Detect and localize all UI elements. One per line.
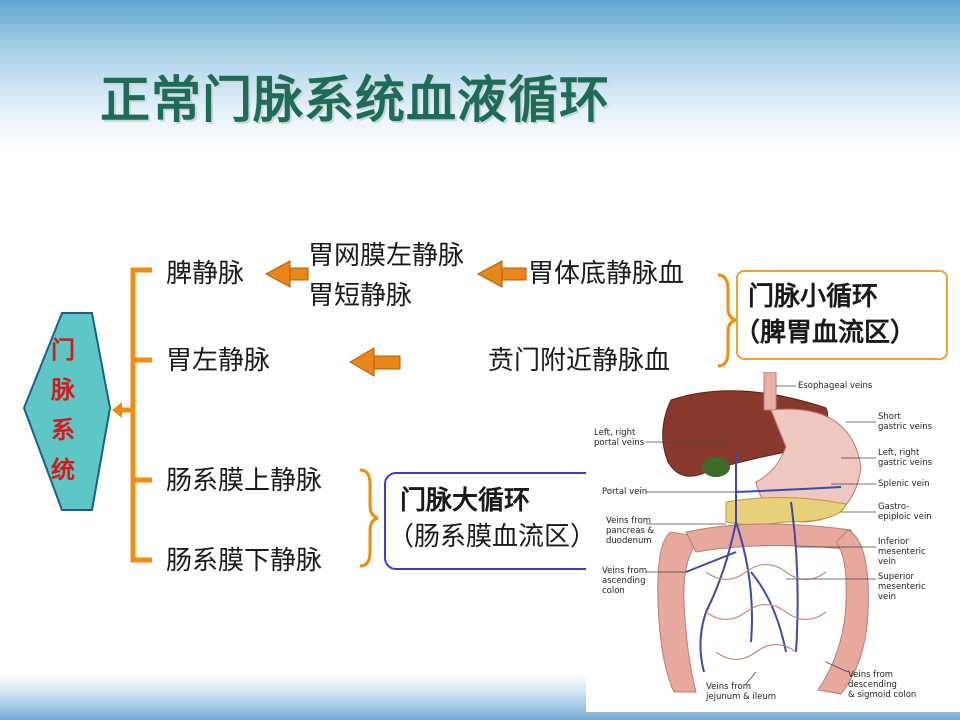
bracket-arrowhead <box>112 402 122 418</box>
label-line: portal veins <box>594 438 645 448</box>
fundus-label: 胃体底静脉血 <box>528 259 685 289</box>
label-line: colon <box>602 586 625 596</box>
label-line: ascending <box>602 576 646 586</box>
esophageal-label: Esophageal veins <box>798 381 873 391</box>
inferior-mesenteric-en-label: Inferior mesenteric vein <box>878 537 926 567</box>
header-gradient <box>0 0 960 150</box>
label-line: Veins from <box>706 682 752 692</box>
small-circulation-box: 门脉小循环 （脾胃血流区） <box>734 270 948 360</box>
label-line: Gastro- <box>878 502 910 512</box>
sup-mesenteric-label: 肠系膜上静脉 <box>166 466 323 496</box>
splenic-vein-en-label: Splenic vein <box>878 479 930 489</box>
anatomy-drawing <box>646 371 876 695</box>
label-line: gastric veins <box>878 458 933 468</box>
hub-char: 统 <box>51 456 75 484</box>
label-line: Veins from <box>602 566 648 576</box>
lr-gastric-veins-label: Left, right gastric veins <box>878 448 932 468</box>
label-line: & sigmoid colon <box>848 690 917 700</box>
label-line: Inferior <box>878 537 909 547</box>
descending-colon-veins-label: Veins from descending & sigmoid colon <box>848 670 916 700</box>
portal-anatomy-illustration: Esophageal veins Short gastric veins Lef… <box>586 371 960 712</box>
label-line: Left, right <box>878 448 920 458</box>
superior-mesenteric-en-label: Superior mesenteric vein <box>878 572 926 602</box>
short-gastric-veins-label: Short gastric veins <box>878 412 932 432</box>
lr-portal-veins-label: Left, right portal veins <box>594 428 644 448</box>
small-circulation-subtitle: （脾胃血流区） <box>734 318 917 348</box>
label-line: Short <box>878 412 901 422</box>
label-line: duodenum <box>606 536 652 546</box>
large-circulation-title: 门脉大循环 <box>400 486 531 516</box>
hub-char: 脉 <box>51 376 75 404</box>
jejunum-veins-label: Veins from jejunum & ileum <box>706 682 776 702</box>
splenic-vein-label: 脾静脉 <box>166 259 245 289</box>
label-line: vein <box>878 592 897 602</box>
label-line: gastric veins <box>878 422 933 432</box>
label-line: vein <box>878 557 897 567</box>
label-line: pancreas & <box>606 526 655 536</box>
label-line: Left, right <box>594 428 636 438</box>
portal-vein-en-label: Portal vein <box>602 487 648 497</box>
label-line: epiploic vein <box>878 512 932 522</box>
short-gastric-label: 胃短静脉 <box>308 281 413 311</box>
ascending-colon-veins-label: Veins from ascending colon <box>602 566 647 596</box>
arrow-omental-to-splenic <box>264 260 309 288</box>
inf-mesenteric-label: 肠系膜下静脉 <box>166 546 323 576</box>
label-line: mesenteric <box>878 582 926 592</box>
label-line: mesenteric <box>878 547 926 557</box>
large-circulation-subtitle: （肠系膜血流区） <box>388 522 597 552</box>
pancreas-veins-label: Veins from pancreas & duodenum <box>606 516 654 546</box>
left-gastric-vein-label: 胃左静脉 <box>166 346 271 376</box>
label-line: Veins from <box>606 516 652 526</box>
slide-title: 正常门脉系统血液循环 <box>100 71 610 129</box>
label-line: Veins from <box>848 670 894 680</box>
omental-vein-label: 胃网膜左静脉 <box>308 241 465 271</box>
small-circulation-title: 门脉小循环 <box>748 282 879 312</box>
label-line: Superior <box>878 572 914 582</box>
hub-char: 门 <box>51 336 75 364</box>
cardia-label: 贲门附近静脉血 <box>488 346 671 376</box>
gastro-epiploic-label: Gastro- epiploic vein <box>878 502 932 522</box>
main-bracket <box>118 267 152 563</box>
hub-hexagon <box>22 312 112 511</box>
large-circ-brace <box>359 468 379 568</box>
arrow-cardia-to-left-gastric <box>349 347 401 377</box>
hub-char: 系 <box>51 416 75 444</box>
arrow-fundus-to-omental <box>476 260 527 288</box>
label-line: descending <box>848 680 897 690</box>
label-line: jejunum & ileum <box>706 692 777 702</box>
